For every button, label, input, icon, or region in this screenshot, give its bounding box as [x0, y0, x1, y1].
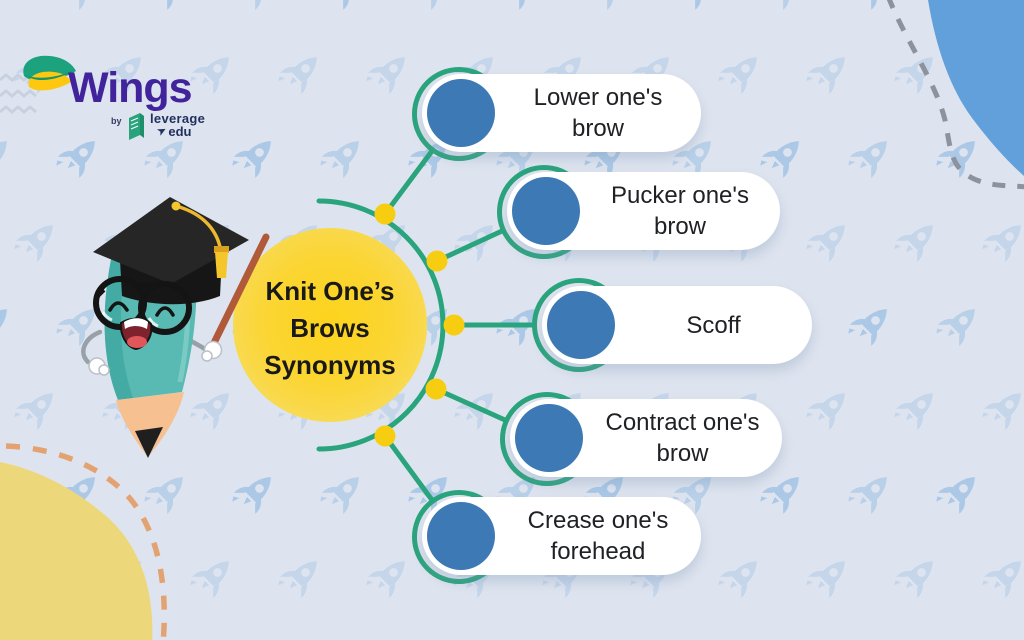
mascot-eyes	[108, 301, 175, 317]
synonym-label: Contract one's brow	[605, 409, 760, 467]
node-dot	[425, 378, 447, 400]
yellow-blob	[0, 462, 153, 640]
node-dot	[374, 425, 396, 447]
sub-brand-line2: ➤edu	[155, 124, 192, 139]
sub-brand-line1: leverage	[150, 111, 206, 126]
orange-dashed-path	[5, 443, 167, 640]
book-icon	[129, 113, 144, 140]
connector-line	[434, 228, 505, 264]
synonym-card-1: Lower one's brow	[422, 74, 701, 152]
synonym-bullet	[512, 177, 580, 245]
mascot-gloves	[88, 340, 223, 376]
synonym-card-4: Contract one's brow	[510, 399, 782, 477]
center-topic-bubble: Knit One’s Brows Synonyms	[233, 228, 427, 422]
synonym-bullet	[427, 79, 495, 147]
gray-dashed-path	[886, 0, 1024, 190]
wing-icon	[23, 55, 76, 91]
pencil-graphite-tip	[135, 427, 163, 458]
synonym-label: Pucker one's brow	[611, 182, 749, 240]
pointer-stick	[207, 233, 270, 353]
synonym-label: Lower one's brow	[533, 84, 663, 142]
graduation-cap-button	[171, 201, 181, 211]
connector-line	[382, 148, 435, 217]
synonym-card-2: Pucker one's brow	[507, 172, 780, 250]
synonym-card-3: Scoff	[542, 286, 812, 364]
blue-blob	[928, 0, 1024, 176]
graduation-cap-tassel	[215, 252, 228, 278]
graduation-cap-board	[93, 197, 249, 284]
graduation-cap-tassel-cap	[214, 246, 229, 253]
mascot-left-arm	[81, 329, 103, 365]
synonym-bullet	[427, 502, 495, 570]
node-dot	[443, 314, 465, 336]
pencil-wood-tip	[116, 392, 184, 457]
synonym-label: Crease one's forehead	[527, 507, 669, 565]
paper-plane-icon: ➤	[155, 124, 169, 139]
synonym-label: Scoff	[686, 311, 741, 339]
lens-highlight	[101, 311, 113, 322]
node-dot	[374, 203, 396, 225]
mascot-mouth	[119, 317, 153, 351]
lens-highlight	[147, 317, 159, 328]
brand-logo: Wings by leverage ➤edu	[22, 52, 222, 152]
sub-brand-lockup: leverage ➤edu	[126, 112, 205, 142]
synonym-bullet	[515, 404, 583, 472]
brand-wordmark: Wings	[68, 64, 193, 112]
brand-by: by	[111, 116, 122, 126]
connector-line	[382, 433, 435, 503]
connector-line	[433, 386, 508, 423]
synonym-bullet	[547, 291, 615, 359]
node-dot	[426, 250, 448, 272]
synonym-card-5: Crease one's forehead	[422, 497, 701, 575]
center-topic-title: Knit One’s Brows Synonyms	[264, 275, 396, 380]
